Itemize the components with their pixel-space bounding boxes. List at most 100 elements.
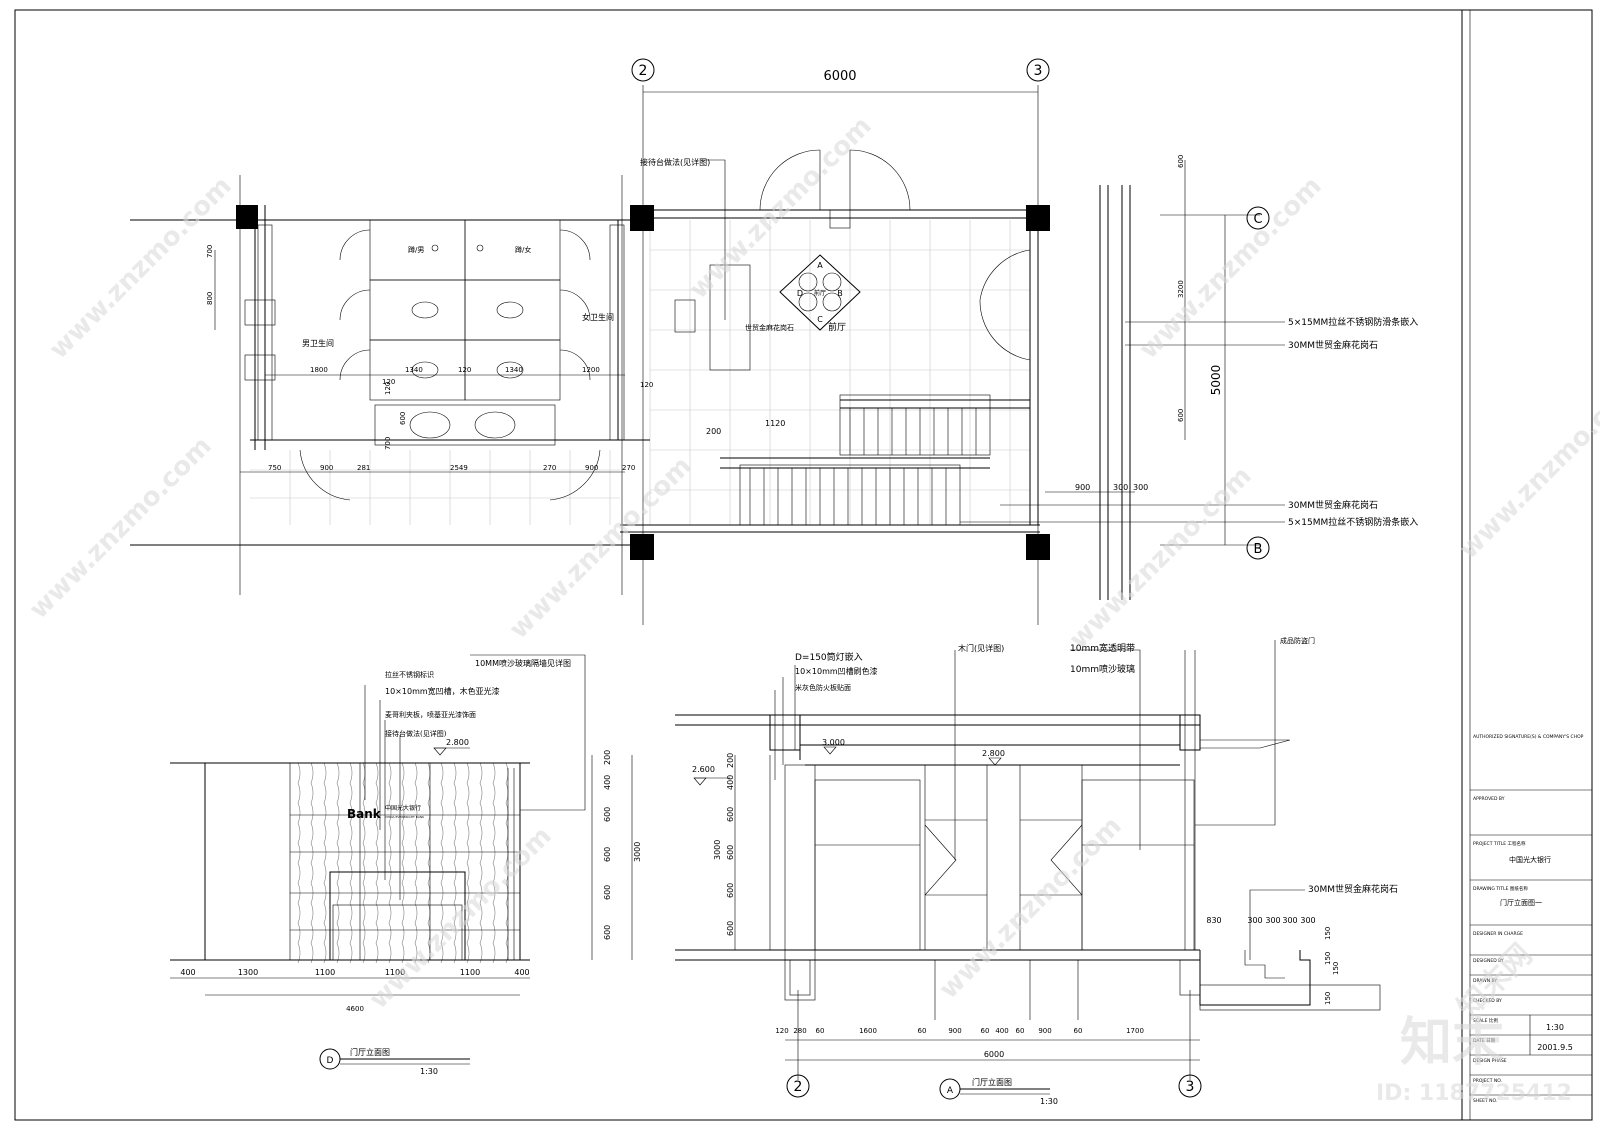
tb-designed-by: DESIGNED BY [1473, 958, 1504, 964]
svg-text:300: 300 [1265, 916, 1280, 925]
svg-text:120: 120 [640, 381, 653, 389]
svg-text:1100: 1100 [385, 968, 405, 977]
elev-d-v-dims: 200 400 600 600 600 600 [603, 750, 612, 940]
tb-drawing-title-label: DRAWING TITLE 图纸名称 [1473, 885, 1528, 892]
floor-stone-label: 世贸金麻花岗石 [745, 323, 794, 332]
watermark-logo: 知末 [1400, 1013, 1504, 1073]
callout-antislip-1: 5×15MM拉丝不锈钢防滑条嵌入 [1288, 316, 1418, 328]
wood-grain-line [492, 762, 496, 964]
right-dim: 600 [1177, 409, 1185, 422]
elev-a-stone-note: 30MM世贸金麻花岗石 [1308, 883, 1398, 895]
stair-dim-b: 1120 [765, 419, 785, 428]
stall-label-w: 蹲/女 [515, 245, 531, 254]
compass-A: A [817, 261, 823, 270]
elev-d-height: 3000 [633, 842, 642, 862]
svg-text:600: 600 [726, 921, 735, 936]
axis-label-2: 2 [639, 63, 648, 79]
svg-text:www.znzmo.com: www.znzmo.com [1064, 461, 1258, 655]
tb-checked-by: CHECKED BY [1473, 998, 1502, 1004]
svg-text:600: 600 [603, 807, 612, 822]
elev-a-level-2: 2.800 [982, 749, 1005, 758]
floor-medallion [779, 254, 861, 331]
wood-grain-line [323, 762, 327, 964]
svg-text:600: 600 [726, 807, 735, 822]
svg-text:400: 400 [995, 1027, 1008, 1035]
svg-text:900: 900 [320, 464, 333, 472]
elevation-d [170, 654, 633, 1070]
svg-text:270: 270 [543, 464, 556, 472]
svg-text:600: 600 [726, 883, 735, 898]
svg-text:270: 270 [622, 464, 635, 472]
stair-dim-a: 200 [706, 427, 721, 436]
tb-design-phase: DESIGN PHASE [1473, 1058, 1507, 1064]
svg-text:600: 600 [726, 845, 735, 860]
column [236, 205, 258, 229]
glass-door-right [1019, 764, 1083, 951]
glass-door-left [924, 764, 988, 951]
wood-grain-line [453, 762, 457, 964]
svg-text:www.znzmo.com: www.znzmo.com [364, 821, 558, 1015]
wood-grain-line [427, 762, 431, 964]
wood-grain-line [505, 762, 509, 964]
svg-text:1100: 1100 [460, 968, 480, 977]
elev-a-h-dims: 120 280 60 1600 60 900 60 400 60 900 60 … [775, 1027, 1144, 1035]
compass-center: 前厅 [814, 289, 826, 297]
wood-grain-line [336, 762, 340, 964]
staircase [739, 464, 961, 526]
axis-label-C: C [1253, 212, 1262, 227]
elev-a-axis-label-3: 3 [1186, 1079, 1195, 1095]
vanity-dim: 700 [384, 437, 392, 450]
svg-text:120: 120 [382, 378, 395, 386]
elev-a-total: 6000 [984, 1050, 1004, 1059]
svg-text:600: 600 [603, 925, 612, 940]
womens-wc-label: 女卫生间 [582, 312, 614, 322]
svg-text:1100: 1100 [315, 968, 335, 977]
compass-B: B [837, 289, 843, 298]
bank-logo: Bank [347, 807, 382, 821]
svg-text:150: 150 [1324, 992, 1332, 1005]
elev-a-axis-3 [1178, 1074, 1202, 1098]
elevation-a [675, 640, 1381, 1100]
elev-d-h-dims: 400 1300 1100 1100 1100 400 [180, 968, 529, 977]
tb-sheet-no: SHEET NO. [1473, 1098, 1497, 1104]
wood-grain-line [414, 762, 418, 964]
svg-text:2549: 2549 [450, 464, 468, 472]
elev-d-marker-letter: D [327, 1056, 334, 1066]
svg-text:300: 300 [1247, 916, 1262, 925]
svg-text:300: 300 [1282, 916, 1297, 925]
elev-a-note-1: D=150筒灯嵌入 [795, 651, 863, 663]
svg-text:www.znzmo.com: www.znzmo.com [1134, 171, 1328, 365]
wood-grain-line [362, 762, 366, 964]
svg-text:www.znzmo.com: www.znzmo.com [684, 111, 878, 305]
svg-text:900: 900 [585, 464, 598, 472]
wood-grain-line [479, 762, 483, 964]
tb-authorized: AUTHORIZED SIGNATURE(S) & COMPANY'S CHOP [1473, 734, 1584, 740]
svg-text:600: 600 [603, 885, 612, 900]
svg-text:www.znzmo.com: www.znzmo.com [934, 811, 1128, 1005]
vanity-dim: 120 [384, 382, 392, 395]
svg-text:1700: 1700 [1126, 1027, 1144, 1035]
svg-text:400: 400 [726, 775, 735, 790]
svg-text:120: 120 [458, 366, 471, 374]
callout-antislip-2: 5×15MM拉丝不锈钢防滑条嵌入 [1288, 516, 1418, 528]
svg-text:200: 200 [603, 750, 612, 765]
elev-a-glass-note-2: 10mm喷沙玻璃 [1070, 663, 1135, 675]
vanity-dim: 600 [399, 412, 407, 425]
callout-granite-2: 30MM世贸金麻花岗石 [1288, 499, 1378, 511]
tb-project-title: 中国光大银行 [1509, 855, 1551, 864]
elev-d-glass-note: 10MM喷沙玻璃隔墙见详图 [475, 658, 571, 668]
elev-a-title: 门厅立面图 [972, 1077, 1012, 1087]
elev-a-level-3: 2.600 [692, 765, 715, 774]
mens-wc-label: 男卫生间 [302, 338, 334, 348]
svg-text:900: 900 [1038, 1027, 1051, 1035]
watermark-id: ID: 1187725412 [1376, 1081, 1572, 1106]
svg-text:600: 600 [603, 847, 612, 862]
tb-scale: 1:30 [1546, 1023, 1564, 1032]
svg-text:150: 150 [1324, 927, 1332, 940]
tb-approved: APPROVED BY [1473, 796, 1505, 802]
wood-grain-line [310, 762, 314, 964]
right-h-dim: 300 [1133, 483, 1148, 492]
tb-date: 2001.9.5 [1537, 1043, 1573, 1052]
wood-grain-line [388, 762, 392, 964]
wood-grain-line [401, 762, 405, 964]
